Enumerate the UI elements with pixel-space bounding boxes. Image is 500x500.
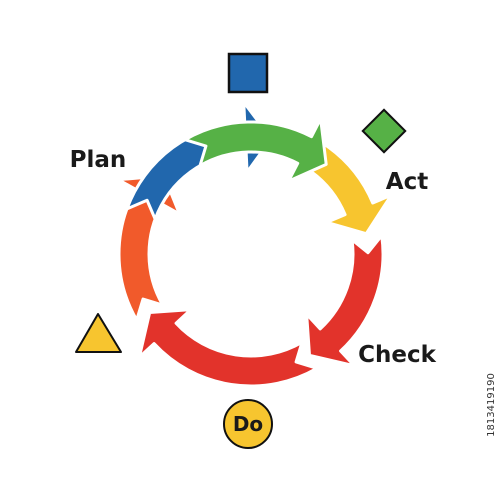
top-arrow [183,117,328,183]
circle-icon [223,399,273,449]
check-label: Check [358,342,436,368]
square-icon [227,52,269,94]
plan-label: Plan [70,147,127,173]
side-id: 1813419190 [486,373,497,437]
diamond-icon [361,108,407,154]
cycle-ring [116,100,393,388]
do-label: Do [233,412,263,436]
check-arrow [305,234,385,368]
plan-arrow [125,100,273,221]
triangle-icon [75,313,122,353]
do-arrow [137,308,319,388]
act-label: Act [386,169,428,195]
